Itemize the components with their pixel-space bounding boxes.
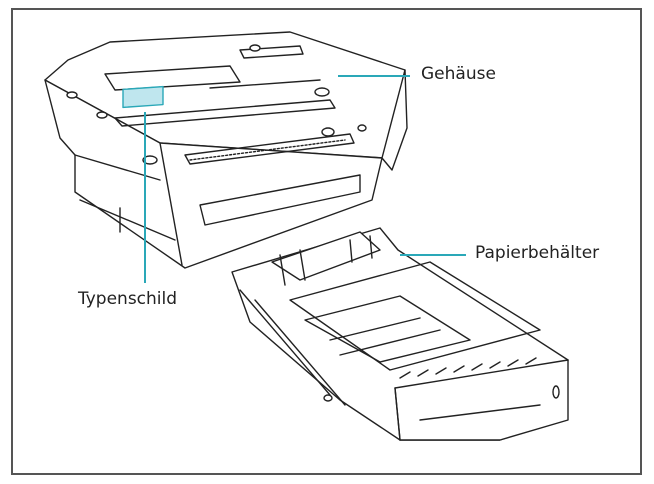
nameplate bbox=[122, 85, 164, 109]
housing-unit bbox=[44, 31, 408, 269]
label-housing: Gehäuse bbox=[421, 64, 496, 84]
paper-tray-unit bbox=[231, 227, 569, 441]
label-paper-tray: Papierbehälter bbox=[475, 243, 600, 263]
label-nameplate: Typenschild bbox=[78, 289, 178, 309]
